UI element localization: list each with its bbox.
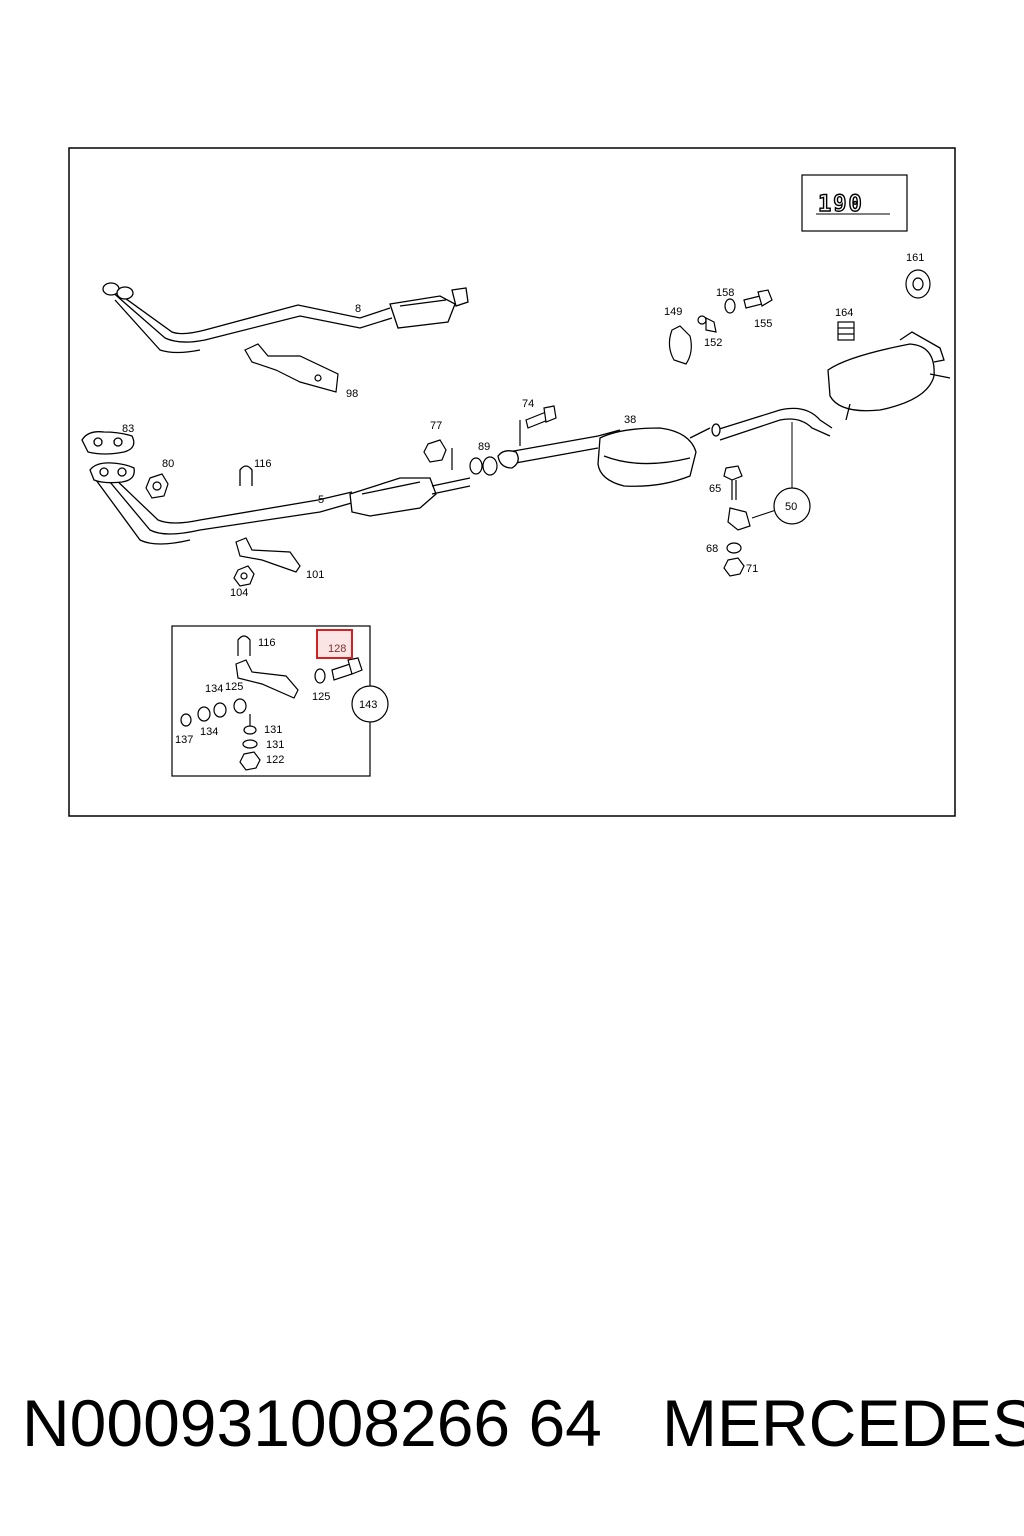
- footer: N000931008266 64 MERCEDES: [0, 1378, 1024, 1468]
- exhaust-system-diagram: 190: [68, 147, 956, 817]
- callout-74: 74: [522, 398, 534, 410]
- bolt-155: [743, 289, 773, 309]
- ubolt-116: [239, 465, 253, 486]
- callout-65: 65: [709, 483, 721, 495]
- callout-155: 155: [754, 318, 772, 330]
- washer-68: [726, 542, 742, 554]
- brand-name: MERCEDES: [662, 1386, 1024, 1460]
- front-pipe-5: [81, 431, 471, 545]
- nut-104: [233, 565, 255, 587]
- clamp-50-part: [727, 507, 751, 531]
- diagram-frame: [68, 147, 956, 817]
- callout-77: 77: [430, 420, 442, 432]
- callout-38: 38: [624, 414, 636, 426]
- callout-152: 152: [704, 337, 722, 349]
- callout-68: 68: [706, 543, 718, 555]
- callout-158: 158: [716, 287, 734, 299]
- callout-71: 71: [746, 563, 758, 575]
- bracket-98: [244, 343, 339, 393]
- part-number: N000931008266 64: [22, 1386, 602, 1460]
- inset-callout-131b: 131: [266, 739, 284, 751]
- rubber-89: [469, 456, 498, 476]
- inset-callout-131a: 131: [264, 724, 282, 736]
- group-badge-50: [773, 487, 811, 525]
- inset-callout-128: 128: [328, 643, 346, 655]
- inset-panel: [171, 625, 389, 777]
- inset-ubolt-116: [237, 635, 251, 656]
- clamp-152: [697, 315, 717, 333]
- bracket-101: [235, 537, 301, 573]
- inset-bracket: [235, 659, 299, 699]
- callout-104: 104: [230, 587, 248, 599]
- callout-101: 101: [306, 569, 324, 581]
- inset-callout-134a: 134: [205, 683, 223, 695]
- model-badge-text: 190: [818, 192, 864, 217]
- callout-98: 98: [346, 388, 358, 400]
- highlight-box-128: [316, 629, 353, 659]
- model-badge: 190: [801, 174, 908, 232]
- callout-80: 80: [162, 458, 174, 470]
- inset-callout-125a: 125: [225, 681, 243, 693]
- rear-pipe: [711, 331, 951, 441]
- inset-callout-137: 137: [175, 734, 193, 746]
- mount-164: [837, 321, 855, 341]
- inset-callout-122: 122: [266, 754, 284, 766]
- inset-callout-125b: 125: [312, 691, 330, 703]
- callout-89: 89: [478, 441, 490, 453]
- washer-158: [724, 298, 736, 314]
- center-muffler-38: [497, 427, 711, 487]
- callout-161: 161: [906, 252, 924, 264]
- callout-149: 149: [664, 306, 682, 318]
- callout-116: 116: [254, 458, 272, 470]
- callout-50: 50: [785, 501, 797, 513]
- inset-callout-134b: 134: [200, 726, 218, 738]
- bolt-65: [723, 465, 743, 500]
- nut-80: [145, 473, 169, 499]
- part-77: [423, 439, 453, 470]
- bolt-74: [519, 405, 557, 446]
- callout-8: 8: [355, 303, 361, 315]
- group-badge-143: [351, 685, 389, 723]
- nut-71: [723, 557, 745, 577]
- front-pipe-8: [102, 282, 469, 354]
- inset-washer-125: [314, 668, 326, 684]
- callout-164: 164: [835, 307, 853, 319]
- inset-callout-116: 116: [258, 637, 276, 649]
- rubber-mount-161: [905, 269, 931, 299]
- hanger-149: [668, 325, 692, 365]
- callout-83: 83: [122, 423, 134, 435]
- callout-5: 5: [318, 494, 324, 506]
- inset-callout-143: 143: [359, 699, 377, 711]
